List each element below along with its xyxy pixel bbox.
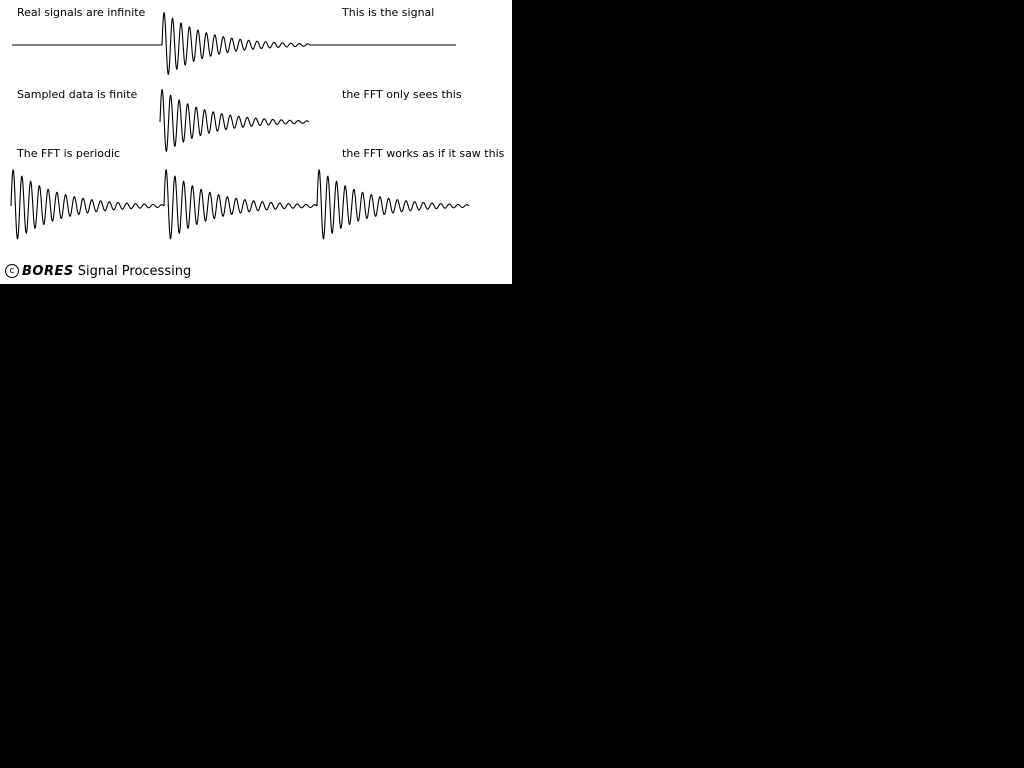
row3-burst-3: [316, 169, 470, 240]
fft-periodicity-figure: Real signals are infinite This is the si…: [0, 0, 512, 284]
row2-right-label: the FFT only sees this: [342, 88, 462, 101]
row3-burst-2: [163, 169, 318, 240]
row3-burst-1: [10, 169, 165, 240]
row3-left-label: The FFT is periodic: [17, 147, 121, 160]
row3-right-label: the FFT works as if it saw this: [342, 147, 505, 160]
row2-left-label: Sampled data is finite: [17, 88, 138, 101]
copyright-icon: c: [5, 264, 19, 278]
row2-sampled-burst: [159, 88, 310, 152]
brand-logo: BORES: [22, 263, 74, 279]
footer-credit: c BORES Signal Processing: [5, 262, 191, 280]
company-name: Signal Processing: [77, 263, 192, 279]
row1-signal-burst: [160, 11, 311, 75]
row1-right-label: This is the signal: [342, 6, 435, 19]
waveforms: [10, 11, 470, 240]
row1-left-label: Real signals are infinite: [17, 6, 146, 19]
